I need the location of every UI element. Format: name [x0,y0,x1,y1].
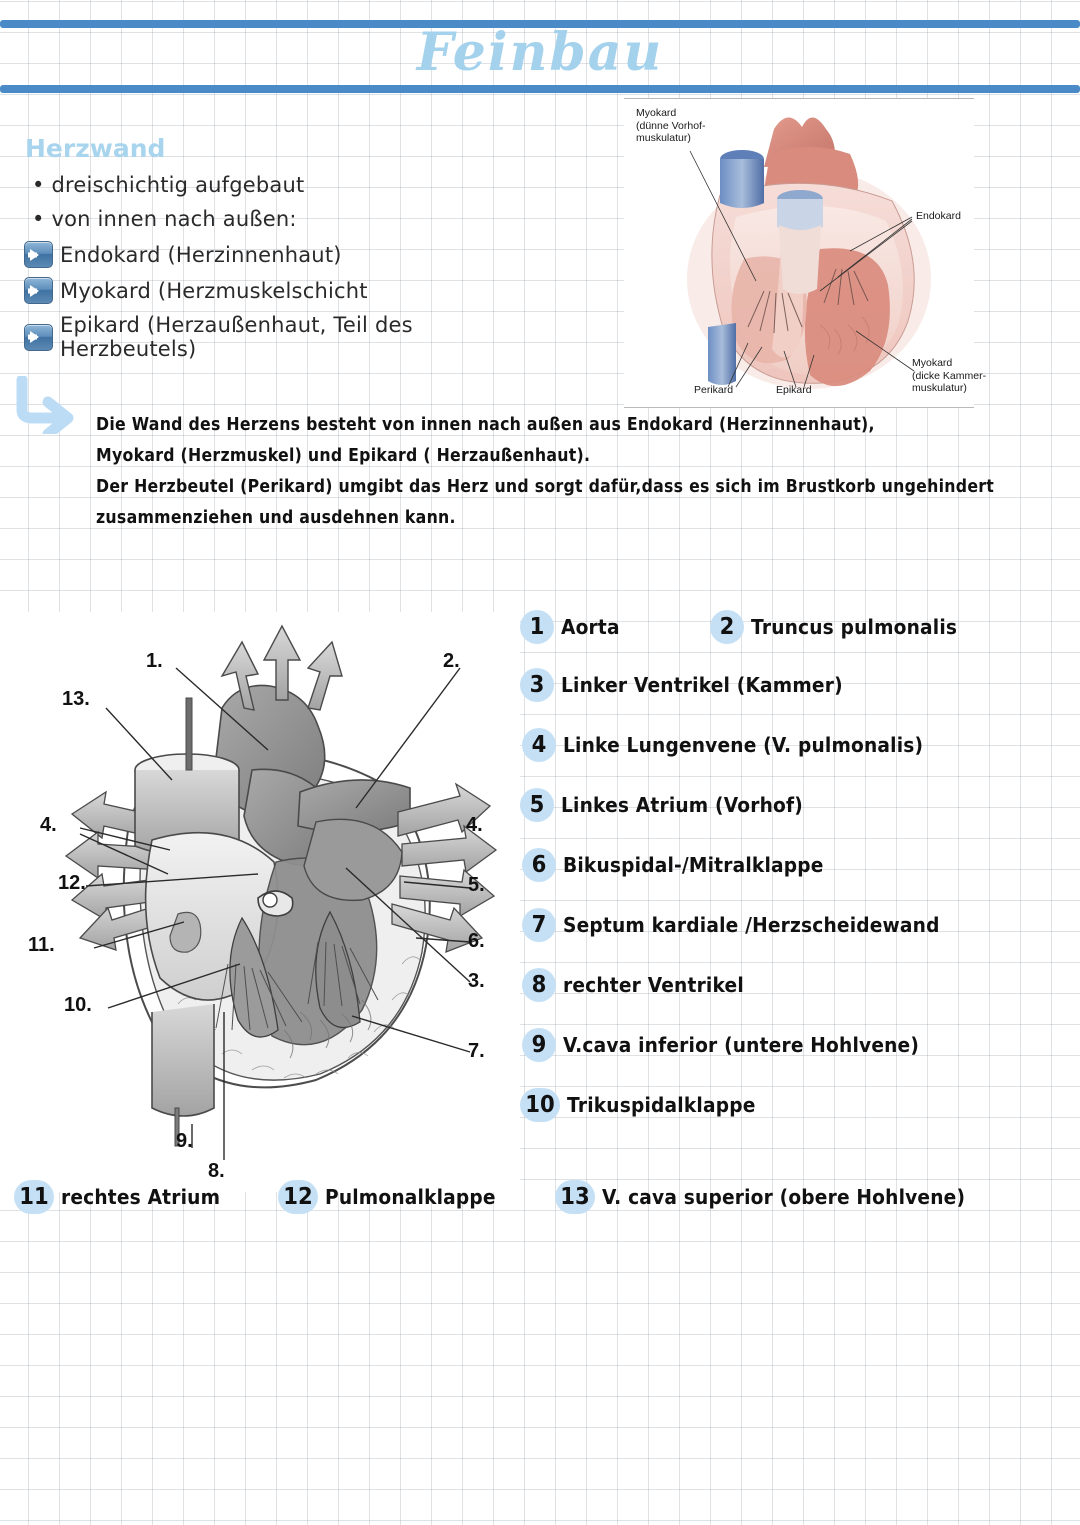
heart-callout-11: 11. [28,934,55,956]
curved-arrow-down-right-icon [16,376,74,434]
legend-label: Bikuspidal-/Mitralklappe [563,853,824,877]
heart-callout-5: 5. [468,874,485,896]
legend-badge: 4 [522,728,556,762]
legend-label: Pulmonalklappe [325,1185,496,1209]
legend-label: Trikuspidalklappe [567,1093,756,1117]
legend-row: 7 Septum kardiale /Herzscheidewand [520,908,1080,968]
handwritten-line: Die Wand des Herzens besteht von innen n… [96,415,875,435]
legend-item-8[interactable]: 8 rechter Ventrikel [522,968,758,1002]
heart-callout-1: 1. [146,650,163,672]
arrow-item-myokard: Myokard (Herzmuskelschicht [24,277,542,304]
legend-label: Aorta [561,615,620,639]
figure-heart-wall-layers: Myokard (dünne Vorhof- muskulatur) Endok… [624,98,986,408]
figure-label-epikard: Epikard [776,384,812,396]
figure-label-myokard-vorhof: Myokard (dünne Vorhof- muskulatur) [636,107,706,144]
legend-label: Septum kardiale /Herzscheidewand [563,913,940,937]
heart-callout-13: 13. [62,688,90,710]
heart-callout-2: 2. [443,650,460,672]
legend-badge: 5 [520,788,554,822]
legend-label: V. cava superior (obere Hohlvene) [601,1185,965,1209]
numbered-legend: 1 Aorta 2 Truncus pulmonalis 3 Linker Ve… [520,608,1080,1148]
legend-item-1[interactable]: 1 Aorta [520,610,624,644]
figure-label-myokard-kammer: Myokard (dicke Kammer- muskulatur) [912,357,987,394]
figure-label-endokard: Endokard [916,210,961,222]
legend-item-2[interactable]: 2 Truncus pulmonalis [710,610,973,644]
arrow-item-epikard: Epikard (Herzaußenhaut, Teil des Herzbeu… [24,313,542,361]
notes-block: Herzwand • dreischichtig aufgebaut • von… [22,134,542,370]
arrow-item-label: Epikard (Herzaußenhaut, Teil des Herzbeu… [60,313,413,361]
legend-row: 5 Linkes Atrium (Vorhof) [520,788,1080,848]
heart-callout-3: 3. [468,970,485,992]
legend-label: Linke Lungenvene (V. pulmonalis) [563,733,924,757]
heart-wall-illustration [687,117,931,389]
legend-badge: 11 [14,1180,54,1214]
legend-badge: 12 [278,1180,319,1214]
arrow-right-icon [24,241,53,268]
legend-row: 10 Trikuspidalklappe [520,1088,1080,1148]
heart-callout-4-right: 4. [466,814,483,836]
arrow-right-icon [24,323,53,351]
legend-item-11[interactable]: 11 rechtes Atrium [14,1180,232,1214]
arrow-item-endokard: Endokard (Herzinnenhaut) [24,241,542,268]
legend-badge: 8 [522,968,556,1002]
arrow-right-icon [24,277,53,304]
legend-badge: 6 [522,848,556,882]
legend-label: V.cava inferior (untere Hohlvene) [563,1033,920,1057]
legend-label: rechtes Atrium [61,1185,221,1209]
heart-callout-9: 9. [176,1130,193,1152]
handwritten-note: Die Wand des Herzens besteht von innen n… [96,410,996,534]
bullet-item-2: • von innen nach außen: [32,207,297,231]
heart-callout-7: 7. [468,1040,485,1062]
figure-heart-numbered: 1. 2. 13. 4. 4. 12. 11. 10. 5. 6. 3. 7. … [0,612,520,1192]
legend-label: rechter Ventrikel [563,973,744,997]
handwritten-line: zusammenziehen und ausdehnen kann. [96,508,456,528]
legend-row: 6 Bikuspidal-/Mitralklappe [520,848,1080,908]
arrow-item-label: Endokard (Herzinnenhaut) [60,242,342,267]
legend-row: 3 Linker Ventrikel (Kammer) [520,668,1080,728]
header-rule-top [0,20,1080,28]
numbered-legend-bottom: 11 rechtes Atrium 12 Pulmonalklappe 13 V… [14,1180,1074,1214]
legend-label: Linkes Atrium (Vorhof) [561,793,803,817]
legend-row: 9 V.cava inferior (untere Hohlvene) [520,1028,1080,1088]
bullet-item-1: • dreischichtig aufgebaut [32,173,305,197]
legend-item-4[interactable]: 4 Linke Lungenvene (V. pulmonalis) [522,728,950,762]
legend-item-13[interactable]: 13 V. cava superior (obere Hohlvene) [554,1180,993,1214]
legend-badge: 2 [710,610,744,644]
arrow-item-label: Myokard (Herzmuskelschicht [60,278,368,303]
legend-badge: 7 [522,908,556,942]
page-title: Feinbau [416,22,664,83]
legend-item-6[interactable]: 6 Bikuspidal-/Mitralklappe [522,848,843,882]
legend-badge: 1 [520,610,554,644]
legend-badge: 10 [520,1088,560,1122]
heart-numbered-illustration [64,624,498,1160]
legend-item-12[interactable]: 12 Pulmonalklappe [278,1180,509,1214]
legend-row: 4 Linke Lungenvene (V. pulmonalis) [520,728,1080,788]
legend-item-3[interactable]: 3 Linker Ventrikel (Kammer) [520,668,864,702]
heart-callout-6: 6. [468,930,485,952]
legend-badge: 3 [520,668,554,702]
legend-item-5[interactable]: 5 Linkes Atrium (Vorhof) [520,788,821,822]
legend-label: Truncus pulmonalis [751,615,958,639]
legend-badge: 13 [554,1180,595,1214]
heart-callout-12: 12. [58,872,86,894]
section-heading-herzwand: Herzwand [25,134,166,163]
heart-callout-4-left: 4. [40,814,57,836]
legend-item-9[interactable]: 9 V.cava inferior (untere Hohlvene) [522,1028,946,1062]
legend-item-7[interactable]: 7 Septum kardiale /Herzscheidewand [522,908,968,942]
handwritten-line: Der Herzbeutel (Perikard) umgibt das Her… [96,477,995,497]
legend-item-10[interactable]: 10 Trikuspidalklappe [520,1088,770,1122]
heart-callout-10: 10. [64,994,92,1016]
legend-badge: 9 [522,1028,556,1062]
legend-label: Linker Ventrikel (Kammer) [561,673,843,697]
header-rule-bottom [0,85,1080,93]
handwritten-line: Myokard (Herzmuskel) und Epikard ( Herza… [96,446,591,466]
legend-row: 1 Aorta 2 Truncus pulmonalis [520,608,1080,668]
figure-label-perikard: Perikard [694,384,734,396]
heart-callout-8: 8. [208,1160,225,1182]
legend-row: 8 rechter Ventrikel [520,968,1080,1028]
